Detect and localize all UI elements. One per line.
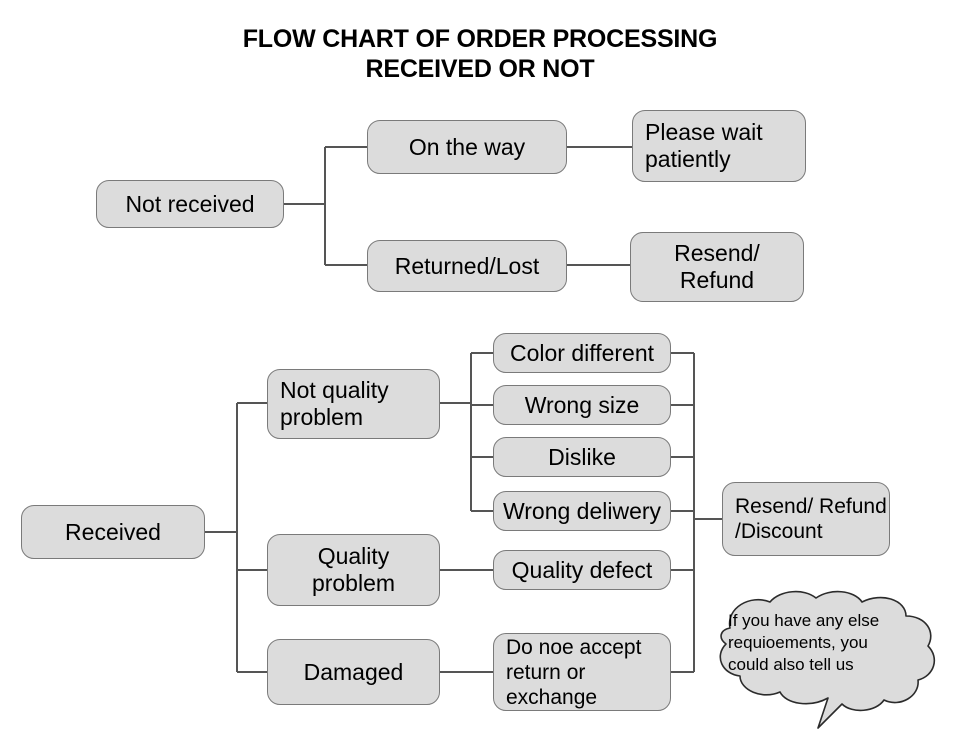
node-resend-refund-discount[interactable]: Resend/ Refund /Discount	[722, 482, 890, 556]
node-quality-defect[interactable]: Quality defect	[493, 550, 671, 590]
node-label: Wrong size	[524, 391, 640, 418]
node-dislike[interactable]: Dislike	[493, 437, 671, 477]
page-title: FLOW CHART OF ORDER PROCESSING RECEIVED …	[242, 25, 718, 83]
node-label: Quality problem	[311, 543, 396, 596]
node-wrong-deliwery[interactable]: Wrong deliwery	[493, 491, 671, 531]
node-do-not-accept-return-or-exchange[interactable]: Do noe accept return or exchange	[493, 633, 671, 711]
node-received[interactable]: Received	[21, 505, 205, 559]
node-label: Not received	[125, 190, 255, 217]
callout-text: If you have any else requioements, you c…	[728, 611, 880, 674]
callout-bubble[interactable]: If you have any else requioements, you c…	[700, 588, 952, 730]
node-damaged[interactable]: Damaged	[267, 639, 440, 705]
node-label: Please wait patiently	[645, 119, 763, 172]
node-label: Resend/ Refund /Discount	[735, 495, 887, 543]
node-not-quality-problem[interactable]: Not quality problem	[267, 369, 440, 439]
node-returned-lost[interactable]: Returned/Lost	[367, 240, 567, 292]
node-not-received[interactable]: Not received	[96, 180, 284, 228]
node-on-the-way[interactable]: On the way	[367, 120, 567, 174]
node-color-different[interactable]: Color different	[493, 333, 671, 373]
node-label: Quality defect	[511, 556, 653, 583]
node-label: Returned/Lost	[394, 252, 540, 279]
node-quality-problem[interactable]: Quality problem	[267, 534, 440, 606]
callout-bubble-shape	[719, 590, 936, 729]
node-label: Not quality problem	[280, 377, 389, 430]
node-label: Wrong deliwery	[502, 497, 662, 524]
node-label: Received	[65, 518, 161, 545]
node-resend-refund[interactable]: Resend/ Refund	[630, 232, 804, 302]
node-label: Resend/ Refund	[674, 240, 760, 293]
node-label: Do noe accept return or exchange	[506, 635, 642, 709]
node-label: On the way	[408, 133, 526, 160]
node-label: Damaged	[303, 658, 404, 685]
node-please-wait-patiently[interactable]: Please wait patiently	[632, 110, 806, 182]
node-label: Dislike	[548, 443, 616, 470]
node-wrong-size[interactable]: Wrong size	[493, 385, 671, 425]
node-label: Color different	[509, 339, 655, 366]
